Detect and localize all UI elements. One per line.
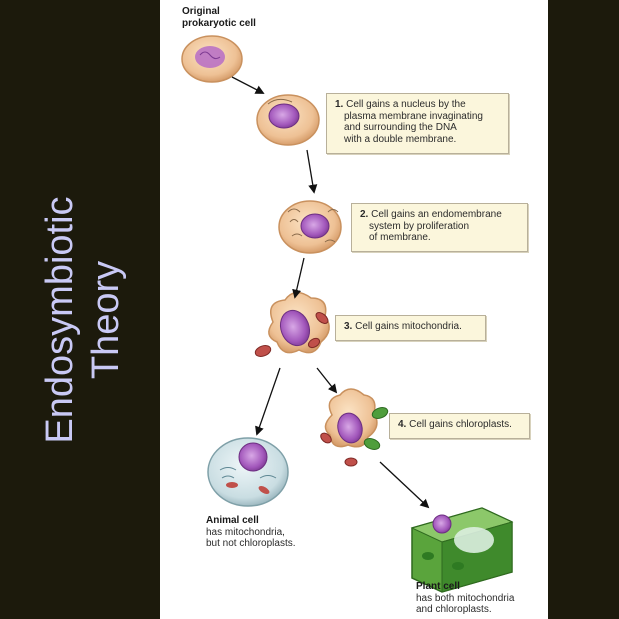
arrow-step2-to-step3: [292, 257, 305, 299]
animal-cell-illustration: [207, 437, 289, 507]
animal-cell-caption: Animal cell has mitochondria, but not ch…: [206, 515, 296, 550]
slide-title-line1: Endosymbiotic: [39, 196, 81, 444]
arrow-original-to-step1: [231, 76, 265, 94]
step1-box: 1. Cell gains a nucleus by the plasma me…: [326, 93, 509, 154]
left-background-band: [0, 0, 160, 619]
step4-number: 4.: [398, 419, 407, 430]
arrow-step1-to-step2: [306, 149, 318, 194]
step2-text-line3: of membrane.: [369, 232, 431, 243]
original-prokaryotic-cell: [181, 35, 243, 83]
plant-cell-caption: Plant cell has both mitochondria and chl…: [416, 581, 514, 616]
slide-title-text: Endosymbiotic Theory: [37, 196, 129, 443]
original-cell-label-line1: Original: [182, 6, 220, 17]
original-cell-label-line2: prokaryotic cell: [182, 17, 256, 29]
slide-title-line2: Theory: [85, 260, 127, 380]
diagram-svg: [181, 35, 514, 593]
step3-text-line1: Cell gains mitochondria.: [355, 321, 462, 332]
step1-text-line4: with a double membrane.: [344, 133, 457, 145]
slide-title: Endosymbiotic Theory: [18, 150, 148, 490]
step4-text-line1: Cell gains chloroplasts.: [409, 419, 512, 430]
plant-cell-illustration: [410, 507, 514, 593]
original-cell-label: Original prokaryotic cell: [182, 6, 256, 29]
step2-text-line2: system by proliferation: [369, 220, 470, 232]
step2-text-line1: Cell gains an endomembrane: [371, 209, 502, 220]
step3-cell: [254, 291, 330, 357]
step1-text-line1: Cell gains a nucleus by the: [346, 99, 466, 110]
plant-cell-label: Plant cell: [416, 581, 460, 592]
animal-cell-desc-line1: has mitochondria,: [206, 526, 285, 538]
arrow-step3-to-step4: [316, 367, 338, 394]
step2-number: 2.: [360, 209, 369, 220]
step2-box: 2. Cell gains an endomembrane system by …: [351, 203, 528, 252]
step3-box: 3. Cell gains mitochondria.: [335, 315, 486, 341]
step2-cell: [278, 200, 342, 254]
plant-cell-desc-line2: and chloroplasts.: [416, 604, 492, 615]
step1-text-line2: plasma membrane invaginating: [344, 110, 483, 122]
step1-number: 1.: [335, 99, 344, 110]
arrow-step4-to-plant: [379, 461, 430, 509]
diagram-panel: Original prokaryotic cell 1. Cell gains …: [160, 0, 548, 619]
step4-box: 4. Cell gains chloroplasts.: [389, 413, 530, 439]
step1-text-line3: and surrounding the DNA: [344, 122, 457, 133]
animal-cell-desc-line2: but not chloroplasts.: [206, 538, 296, 549]
plant-cell-desc-line1: has both mitochondria: [416, 592, 515, 604]
arrow-step3-to-animal: [255, 367, 281, 436]
step1-cell: [256, 94, 320, 146]
step3-number: 3.: [344, 321, 353, 332]
step4-cell: [320, 388, 389, 467]
animal-cell-label: Animal cell: [206, 515, 259, 526]
right-background-band: [548, 0, 619, 619]
